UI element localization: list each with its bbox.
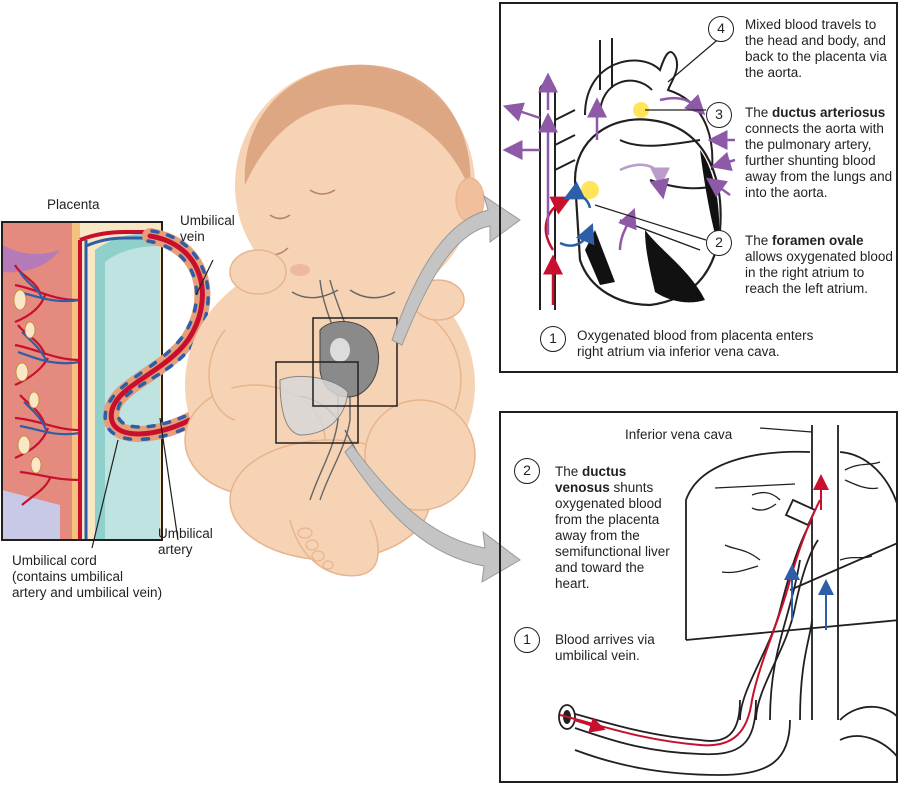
- inferior-vena-cava-label: Inferior vena cava: [625, 427, 733, 442]
- heart-detail: [502, 35, 736, 310]
- heart-callout-arrow: [391, 194, 521, 346]
- baby-figure: [184, 64, 485, 577]
- liver-callout-arrow: [344, 444, 521, 583]
- placenta-cutaway: [2, 222, 162, 540]
- heart-step-1-text: Oxygenated blood from placenta enters ri…: [577, 328, 814, 359]
- liver-step-2-text: The ductus venosus shunts oxygenated blo…: [555, 464, 670, 591]
- liver-step-1-text: Blood arrives via umbilical vein.: [555, 632, 655, 663]
- umbilical-vein-label: Umbilical vein: [180, 213, 235, 244]
- foramen-ovale-term: foramen ovale: [772, 233, 864, 248]
- ductus-venosus-term: ductus venosus: [555, 464, 627, 495]
- heart-step-4-number: 4: [708, 16, 734, 42]
- heart-step-4-text: Mixed blood travels to the head and body…: [745, 17, 887, 80]
- ductus-arteriosus-term: ductus arteriosus: [772, 105, 886, 120]
- heart-step-1-number: 1: [540, 326, 566, 352]
- heart-step-2-number: 2: [706, 230, 732, 256]
- umbilical-artery-label: Umbilical artery: [158, 526, 213, 557]
- liver-panel: [499, 411, 898, 783]
- liver-detail: [558, 425, 898, 776]
- heart-step-3-number: 3: [706, 102, 732, 128]
- heart-panel: [499, 2, 898, 373]
- liver-inset-box: [275, 361, 359, 444]
- umbilical-cord-label: Umbilical cord (contains umbilical arter…: [12, 553, 163, 600]
- liver-step-2-number: 2: [514, 458, 540, 484]
- placenta-frame: [1, 221, 163, 541]
- liver-step-1-number: 1: [514, 627, 540, 653]
- placenta-label: Placenta: [47, 197, 100, 212]
- heart-step-2-text: The foramen ovale allows oxygenated bloo…: [745, 233, 893, 296]
- heart-step-3-text: The ductus arteriosus connects the aorta…: [745, 105, 893, 200]
